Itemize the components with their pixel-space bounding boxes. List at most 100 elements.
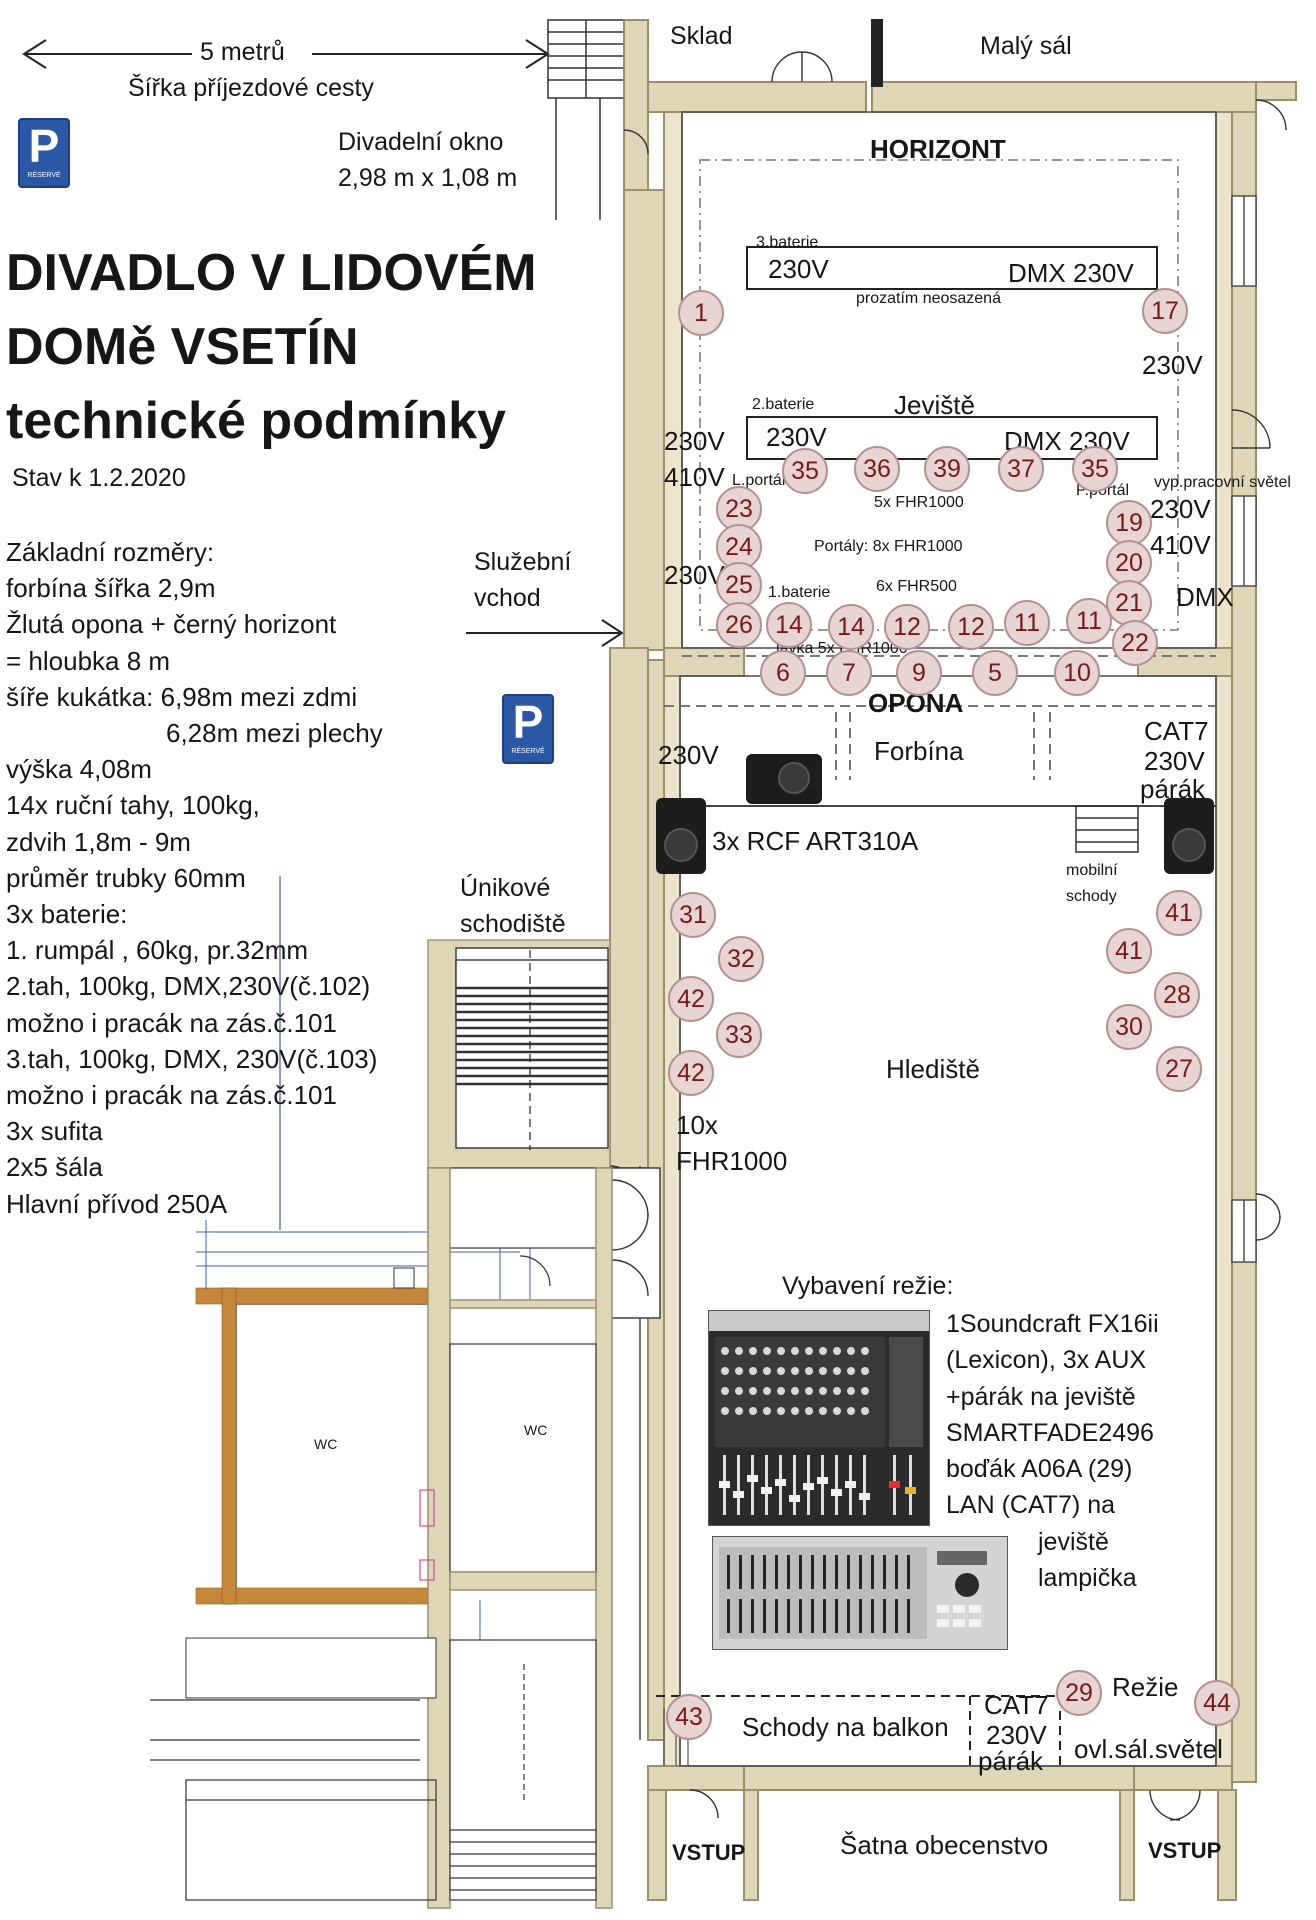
page-title-line2: DOMě VSETÍN [6,318,359,376]
batten-2-label: 2.baterie [752,396,815,413]
equipment-title: Vybavení režie: [782,1272,954,1300]
batten-1-label: 1.baterie [768,584,831,601]
note-line: možno i pracák na zás.č.101 [6,1080,337,1111]
right-power-410: 410V [1150,530,1211,560]
balcony-stairs-label: Schody na balkon [742,1712,949,1742]
forbina-label: Forbína [874,736,964,766]
forbina-cat7-power: 230V [1144,746,1205,776]
circuit-marker: 12 [948,604,994,650]
road-width-label: Šířka příjezdové cesty [128,74,374,102]
circuit-marker: 41 [1156,890,1202,936]
window-size: 2,98 m x 1,08 m [338,164,518,192]
equipment-line: lampička [1038,1564,1137,1593]
stage-dashed-outline [699,159,1179,631]
circuit-marker: 1 [678,290,724,336]
room-sklad: Sklad [670,22,733,50]
circuit-marker: 44 [1194,1680,1240,1726]
note-line: 1. rumpál , 60kg, pr.32mm [6,935,309,966]
circuit-marker: 29 [1056,1670,1102,1716]
circuit-marker: 41 [1106,928,1152,974]
left-portal-label: L.portál [732,472,786,489]
note-line: Základní rozměry: [6,537,215,567]
circuit-marker: 11 [1004,600,1050,646]
parking-letter: P [512,696,544,748]
page-title-line1: DIVADLO V LIDOVÉM [6,244,537,302]
note-line: = hloubka 8 m [6,645,171,676]
batten-3-label: 3.baterie [756,234,819,251]
circuit-marker: 30 [1106,1004,1152,1050]
service-entrance-arrow [466,619,624,647]
circuit-marker: 22 [1112,620,1158,666]
equipment-line: boďák A06A (29) [946,1455,1133,1484]
escape-stairs-label: Únikové [460,874,551,902]
room-maly-sal: Malý sál [980,32,1072,60]
equipment-line: jeviště [1038,1527,1109,1556]
control-room-label: Režie [1112,1672,1179,1702]
circuit-marker: 6 [760,650,806,696]
circuit-marker: 42 [668,976,714,1022]
service-entrance-label: Služební [474,548,572,576]
circuit-marker: 7 [826,650,872,696]
lower-left-building [150,1167,613,1909]
parking-sign-middle: P RÉSERVÉ [502,694,554,764]
mobile-stairs-icon [1075,805,1139,853]
circuit-marker: 10 [1054,650,1100,696]
right-wall-windows [1231,195,1257,1263]
circuit-marker: 26 [716,602,762,648]
bottom-cat7: CAT7 [984,1690,1049,1720]
equipment-line: SMARTFADE2496 [946,1418,1154,1447]
note-line: výška 4,08m [6,754,152,785]
circuit-marker: 35 [782,448,828,494]
circuit-marker: 17 [1142,288,1188,334]
balcony-stairs-outline [656,1695,1061,1766]
note-line: Hlavní přívod 250A [6,1188,228,1219]
fhr500-label: 6x FHR500 [876,578,957,595]
escape-staircase [279,876,611,1230]
lighting-console-photo [712,1536,1008,1650]
equipment-line: +párák na jeviště [946,1382,1136,1411]
window-label: Divadelní okno [338,128,504,156]
fhr1000-5x-label: 5x FHR1000 [874,494,964,511]
speaker-center-icon [746,754,822,804]
circuit-marker: 32 [718,936,764,982]
parking-sign-top: P RÉSERVÉ [18,118,70,188]
building-walls [609,19,1297,1901]
note-line: 3.tah, 100kg, DMX, 230V(č.103) [6,1043,378,1074]
technical-notes: Základní rozměry: forbína šířka 2,9m Žlu… [6,534,383,1222]
horizont-label: HORIZONT [870,134,1006,164]
forbina-power: 230V [658,740,719,770]
service-entrance-label-2: vchod [474,584,541,612]
note-line: 2.tah, 100kg, DMX,230V(č.102) [6,971,371,1002]
speaker-right-icon [1164,798,1214,874]
left-power-410: 410V [664,462,725,492]
mobile-stairs-label: mobilní [1066,862,1118,879]
circuit-marker: 20 [1106,540,1152,586]
note-line: Žlutá opona + černý horizont [6,609,337,640]
wc-label-1: WC [314,1436,338,1452]
stage-label: Jeviště [894,390,975,420]
circuit-marker: 11 [1066,598,1112,644]
bottom-power: 230V [986,1720,1047,1750]
left-power-230-b: 230V [664,560,725,590]
circuit-marker: 14 [766,602,812,648]
road-width-value: 5 metrů [200,38,285,66]
circuit-marker: 9 [896,650,942,696]
mobile-stairs-label-2: schody [1066,888,1117,905]
equipment-line: (Lexicon), 3x AUX [946,1346,1147,1375]
circuit-marker: 39 [924,446,970,492]
page-title-line3: technické podmínky [6,392,506,450]
status-date: Stav k 1.2.2020 [12,464,186,492]
note-line: 6,28m mezi plechy [166,718,383,749]
circuit-marker: 35 [1072,446,1118,492]
entrance-label-left: VSTUP [672,1840,746,1865]
speakers-label: 3x RCF ART310A [712,826,919,856]
house-lights-label: ovl.sál.světel [1074,1734,1223,1764]
circuit-marker: 28 [1154,972,1200,1018]
equipment-line: LAN (CAT7) na [946,1491,1116,1520]
fhr-count-label-2: FHR1000 [676,1146,788,1176]
outer-staircase [547,19,625,220]
note-line: možno i pracák na zás.č.101 [6,1007,337,1038]
note-line: zdvih 1,8m - 9m [6,826,191,857]
